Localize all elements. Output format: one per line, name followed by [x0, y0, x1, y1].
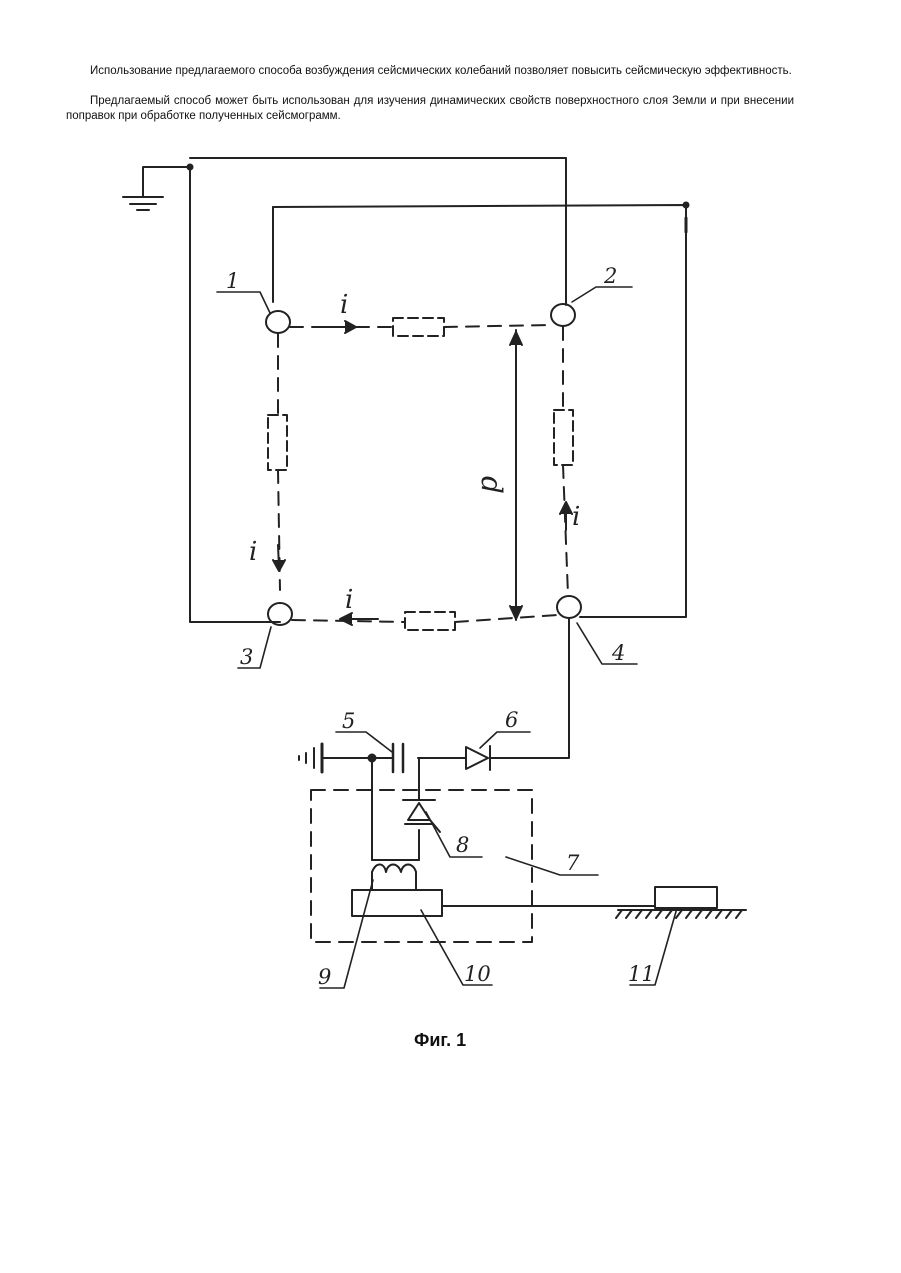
label-7: 7: [566, 851, 580, 875]
current-paths: [278, 325, 568, 622]
label-2: 2: [603, 264, 617, 288]
electrode-1: [266, 311, 290, 333]
label-current-bottom: i: [345, 585, 353, 615]
label-distance: d: [475, 476, 508, 494]
ground-symbol-top: [123, 167, 190, 210]
current-arrows: [273, 321, 572, 625]
distance-dimension: [510, 330, 522, 620]
label-10: 10: [464, 962, 491, 986]
label-5: 5: [342, 709, 355, 733]
plate-11: [616, 887, 746, 918]
label-4: 4: [611, 641, 625, 665]
label-9: 9: [318, 965, 331, 989]
outer-wiring: [188, 158, 689, 622]
electrode-2: [551, 304, 575, 326]
transformer-9: [372, 860, 419, 890]
leader-lines: [217, 287, 677, 988]
figure-caption: Фиг. 1: [414, 1030, 466, 1051]
label-11: 11: [628, 962, 655, 986]
label-3: 3: [240, 645, 253, 669]
label-8: 8: [456, 833, 469, 857]
vibrator-10: [352, 890, 442, 916]
ground-symbol-bottom: [299, 744, 322, 772]
label-current-left: i: [249, 537, 257, 567]
diode-6: [466, 746, 490, 770]
label-current-right: i: [572, 502, 580, 532]
label-1: 1: [226, 269, 239, 293]
label-current-top: i: [340, 290, 348, 320]
resistor-boxes: [268, 318, 573, 630]
electrode-4: [557, 596, 581, 618]
label-6: 6: [505, 708, 518, 732]
capacitor-5: [393, 744, 403, 772]
